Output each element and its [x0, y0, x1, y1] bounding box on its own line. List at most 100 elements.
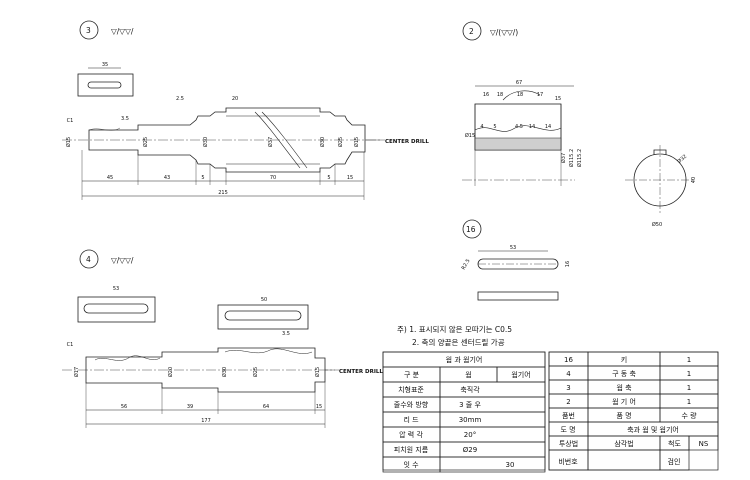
worm-table-header: 웜	[465, 370, 471, 379]
title-block-text: NS	[699, 440, 709, 448]
view-2-dim-label: 5	[493, 124, 496, 130]
view-2-dim-label: 16	[483, 92, 489, 98]
view-3-dim-label: 45	[107, 175, 113, 181]
note-line-2: 2. 축의 양끝은 센터드릴 가공	[412, 337, 505, 347]
view-3-keyseat-frame	[77, 73, 134, 97]
view-4-drive-shaft	[62, 249, 340, 428]
view-3-dim-label: Ø25	[142, 137, 149, 147]
worm-table-cell	[439, 381, 546, 398]
view-16-key	[462, 219, 559, 301]
view-2-dim-label: 14	[545, 124, 551, 130]
worm-table-row-label: 피치원 지름	[394, 445, 429, 454]
worm-table-header: 구 분	[404, 371, 420, 379]
view-16-key-side	[477, 291, 559, 301]
parts-list-cell-text: 구 동 축	[612, 369, 636, 378]
view-2-dim-label: 17	[537, 92, 543, 98]
view-4-dim-label: 50	[261, 297, 267, 303]
worm-table-worm-value: 3 줄 우	[459, 401, 481, 409]
view-4-number: 4	[86, 255, 91, 264]
parts-list-cell-text: 1	[687, 398, 691, 406]
view-4-dim-label: 177	[201, 418, 211, 424]
parts-list-cell-text: 1	[687, 370, 691, 378]
view-3-dim-label: 43	[164, 175, 170, 181]
view-3-dim-label: Ø25	[337, 137, 344, 147]
view-4-dim-label: 39	[187, 404, 193, 410]
view-3-dim-label: 5	[327, 175, 330, 181]
view-2-dim-label: Ø37	[560, 153, 567, 163]
parts-list-cell-text: 4	[566, 370, 571, 378]
view-2-dim-label: Ø115.2	[568, 149, 575, 167]
parts-list-cell-text: 16	[564, 356, 573, 364]
view-3-shaft-outline	[88, 107, 366, 173]
view-2-worm-gear	[462, 21, 695, 215]
title-block-cell	[659, 449, 690, 471]
view-2-dim-label: 67	[516, 80, 522, 86]
title-block-drawing-name-label: 도 명	[560, 425, 575, 434]
worm-table-header: 웜기어	[511, 370, 530, 379]
view-2-dim-label: 4.5	[515, 124, 523, 130]
view-2-dim-label: 15	[555, 96, 561, 102]
worm-table-title: 웜 과 웜기어	[446, 355, 483, 364]
title-block-text: 척도	[668, 440, 681, 448]
worm-table-cell	[439, 426, 546, 443]
view-2-dim-label: Ø32	[676, 153, 688, 165]
view-2-balloon	[462, 21, 482, 41]
parts-list-cell-text: 1	[687, 356, 691, 364]
view-2-dim-label: Ø15	[465, 132, 475, 139]
view-2-dim-label: 40	[691, 177, 697, 183]
parts-list-cell-text: 품번	[562, 411, 575, 420]
parts-list-cell-text: 2	[566, 398, 570, 406]
view-16-dim-label: R2.5	[461, 258, 472, 271]
worm-table-cell	[439, 441, 546, 458]
view-4-dim-label: Ø17	[73, 367, 80, 377]
worm-table-cell	[439, 456, 546, 473]
view-16-number: 16	[466, 225, 476, 234]
view-3-dim-label: C1	[67, 118, 74, 124]
view-3-dim-label: 2.5	[176, 96, 184, 102]
view-3-keyseat	[87, 81, 122, 89]
view-3-dim-label: 5	[201, 175, 204, 181]
view-16-dim-label: 53	[510, 245, 516, 251]
view-2-dim-label: 4	[480, 124, 483, 130]
view-3-worm-shaft	[62, 20, 385, 200]
view-4-dim-label: Ø25	[252, 367, 259, 377]
view-3-worm-thread-2	[261, 111, 308, 169]
view-2-tooth-profile	[474, 125, 562, 132]
parts-list-cell-text: 수 량	[681, 412, 697, 420]
view-3-number: 3	[86, 26, 91, 35]
view-4-break-line-1	[94, 355, 161, 361]
worm-table-gear-value: 30	[506, 461, 515, 469]
view-3-dim-label: 215	[218, 190, 228, 196]
worm-table-row-label: 리 드	[403, 415, 419, 424]
view-2-hatched-section	[474, 137, 562, 151]
title-block-inspect-label: 검인	[668, 457, 681, 466]
parts-list-cell-text: 키	[621, 355, 627, 364]
worm-table-cell	[439, 411, 546, 428]
worm-table-row-label: 치형표준	[398, 385, 424, 394]
view-2-surface-symbol: ▽/(▽▽/)	[490, 28, 518, 37]
worm-table-row-label: 줄수와 방향	[394, 400, 429, 409]
view-4-keyseat-1	[83, 303, 149, 314]
view-3-dim-label: Ø30	[202, 137, 209, 147]
worm-table-worm-value: 축직각	[460, 385, 480, 394]
view-4-dim-label: 53	[113, 286, 119, 292]
worm-table-row-label: 압 력 각	[399, 431, 423, 439]
parts-list-cell-text: 웜 축	[616, 383, 632, 392]
parts-list-cell-text: 웜 기 어	[612, 397, 636, 406]
title-block-text: 삼각법	[614, 439, 633, 448]
view-4-dim-label: 15	[316, 404, 322, 410]
view-4-keyseat-frame-2	[217, 304, 309, 330]
view-4-dim-label: Ø30	[221, 367, 228, 377]
title-block-drawing-name: 축과 웜 및 웜기어	[627, 425, 679, 434]
view-3-center-drill: CENTER DRILL	[385, 139, 429, 145]
view-4-center-drill: CENTER DRILL	[339, 369, 383, 375]
title-block-student-no-label: 비번호	[558, 457, 578, 466]
view-3-dim-label: 3.5	[121, 116, 129, 122]
parts-list-cell-text: 품 명	[616, 411, 631, 420]
view-16-dim-label: 16	[565, 261, 571, 267]
